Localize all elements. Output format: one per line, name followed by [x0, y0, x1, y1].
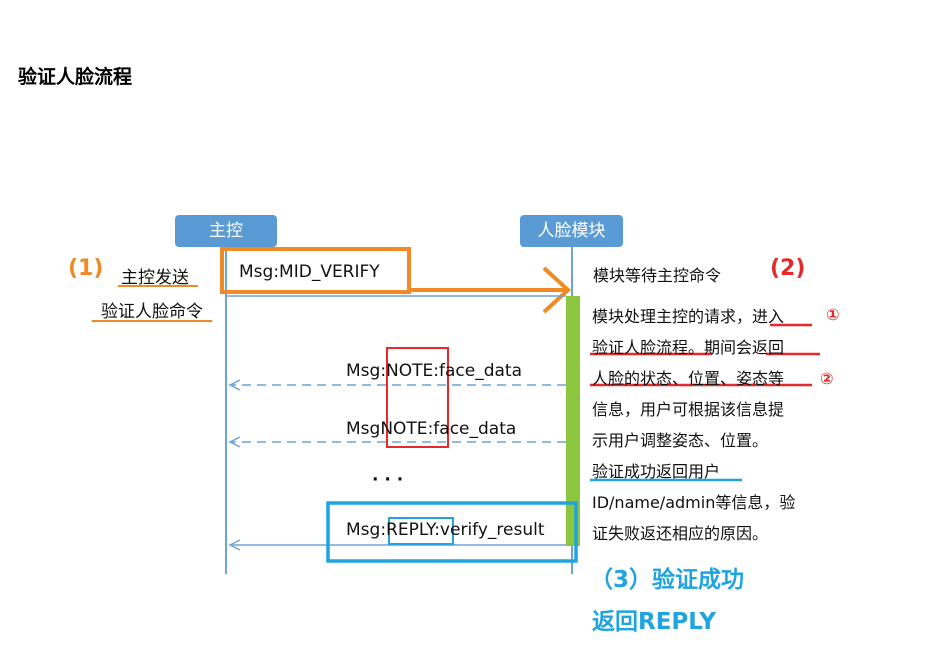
step3-line2: 返回REPLY: [592, 609, 717, 635]
step1-label: (1): [68, 256, 104, 281]
description-line-2: 验证人脸流程。期间会返回: [592, 338, 785, 357]
module-wait-text: 模块等待主控命令: [593, 266, 722, 285]
marker-1: ①: [826, 305, 840, 324]
host-lane-header: 主控: [175, 215, 277, 247]
module-lane-header: 人脸模块: [520, 215, 623, 247]
ellipsis: · · ·: [372, 470, 404, 490]
description-line-5: 示用户调整姿态、位置。: [592, 431, 769, 450]
page-title: 验证人脸流程: [18, 66, 133, 88]
reply-type: REPLY: [386, 520, 435, 540]
verify-message-box: [220, 247, 411, 294]
note-type-2: NOTE: [380, 419, 428, 439]
description-line-3: 人脸的状态、位置、姿态等: [592, 369, 785, 388]
marker-2: ②: [820, 369, 834, 388]
verify-message-label: Msg:MID_VERIFY: [239, 262, 380, 282]
description-line-6: 验证成功返回用户: [592, 462, 721, 481]
reply-type-box: [388, 517, 454, 545]
description-line-4: 信息，用户可根据该信息提: [592, 400, 785, 419]
description-line-1: 模块处理主控的请求，进入: [592, 307, 785, 326]
reply-message: Msg:REPLY:verify_result: [346, 520, 545, 540]
description-line-8: 证失败返还相应的原因。: [592, 524, 769, 543]
reply-highlight-box: [326, 501, 578, 563]
note-highlight-box: [386, 347, 449, 448]
step2-label: (2): [770, 256, 806, 281]
module-activation-bar: [566, 296, 580, 546]
description-line-7: ID/name/admin等信息，验: [592, 493, 796, 512]
step3-line1: （3）验证成功: [590, 567, 745, 593]
note-type-1: NOTE: [386, 361, 434, 381]
step1-line1: 主控发送: [121, 268, 189, 288]
step1-line2: 验证人脸命令: [101, 302, 203, 322]
note-message-2: MsgNOTE:face_data: [346, 419, 517, 439]
verify-arrow-head: [542, 266, 571, 314]
note-message-1: Msg:NOTE:face_data: [346, 361, 523, 381]
